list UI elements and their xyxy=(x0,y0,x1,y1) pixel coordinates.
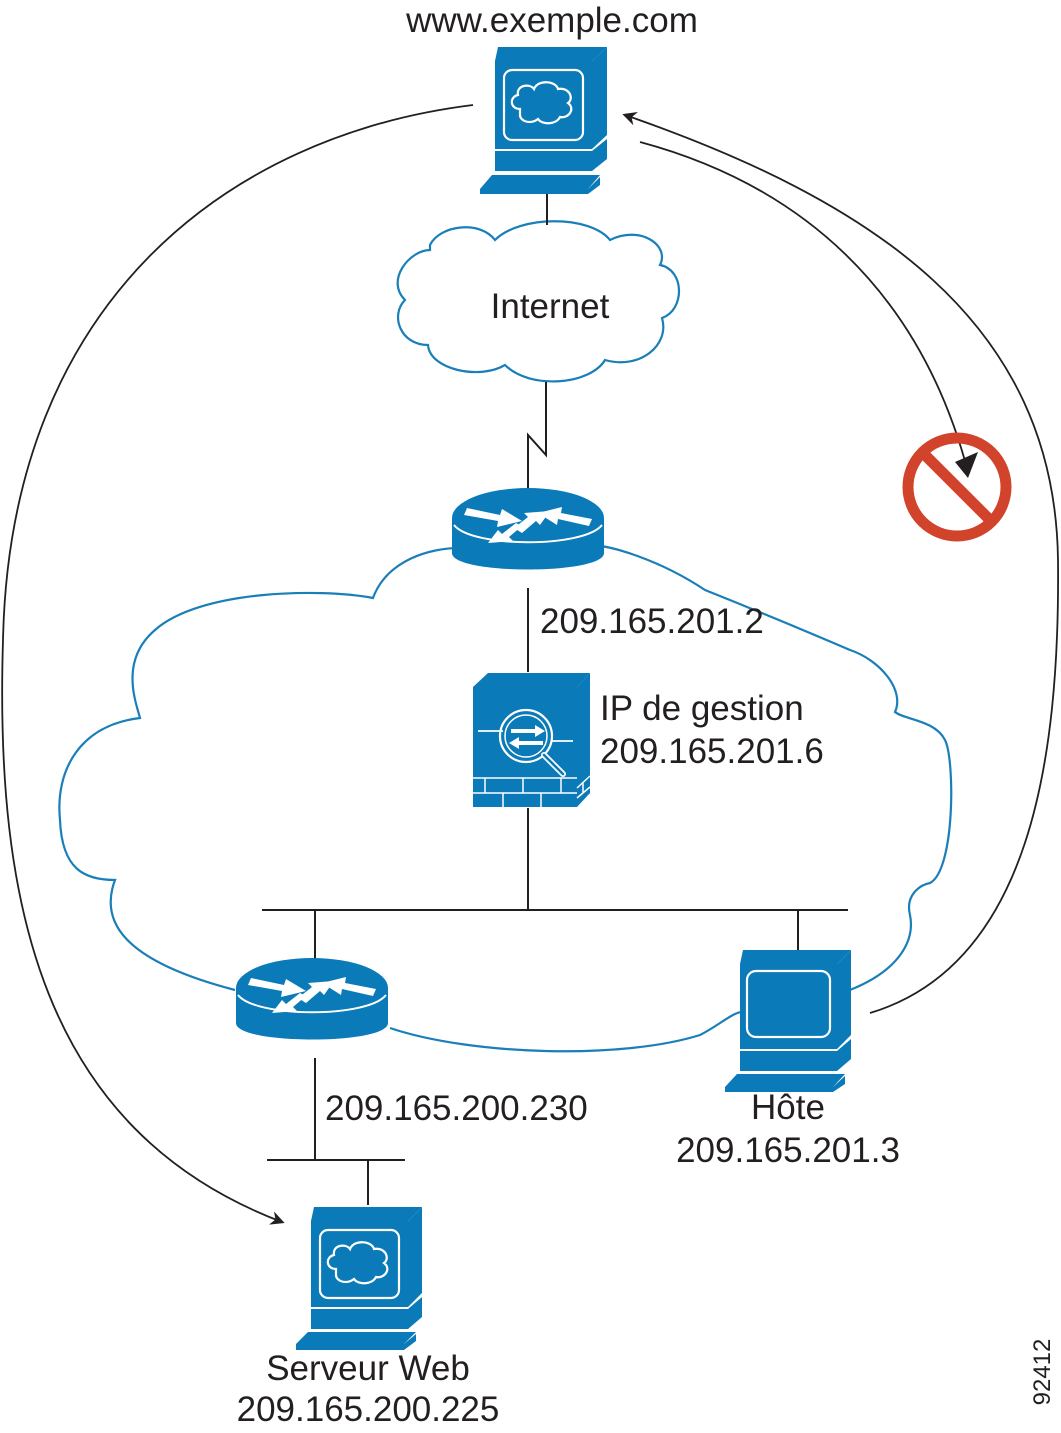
flow-external-to-host-blocked xyxy=(639,141,972,475)
wan-link-serial xyxy=(527,382,547,490)
prohibited-icon xyxy=(902,432,1012,542)
inside-router-ip: 209.165.200.230 xyxy=(325,1089,588,1128)
host-label: Hôte xyxy=(751,1088,825,1127)
router-icon[interactable] xyxy=(236,958,388,1040)
outside-router-ip: 209.165.201.2 xyxy=(540,602,764,641)
external-server-label: www.exemple.com xyxy=(405,1,698,40)
workstation-icon[interactable] xyxy=(725,950,851,1092)
campus-cloud xyxy=(58,543,953,1053)
internet-cloud xyxy=(396,220,681,383)
flow-external-to-webserver xyxy=(1,104,474,1225)
internet-label: Internet xyxy=(491,287,610,326)
web-server-icon[interactable] xyxy=(480,47,607,194)
flow-host-to-external xyxy=(622,112,1059,1014)
figure-id: 92412 xyxy=(1029,1339,1056,1406)
web-server-ip: 209.165.200.225 xyxy=(237,1390,500,1429)
web-server-icon[interactable] xyxy=(296,1207,422,1350)
host-ip: 209.165.201.3 xyxy=(676,1131,900,1170)
web-server-label: Serveur Web xyxy=(266,1349,470,1388)
firewall-icon[interactable] xyxy=(473,673,591,807)
router-icon[interactable] xyxy=(452,488,604,570)
firewall-ip: 209.165.201.6 xyxy=(600,732,824,771)
firewall-label: IP de gestion xyxy=(600,689,804,728)
